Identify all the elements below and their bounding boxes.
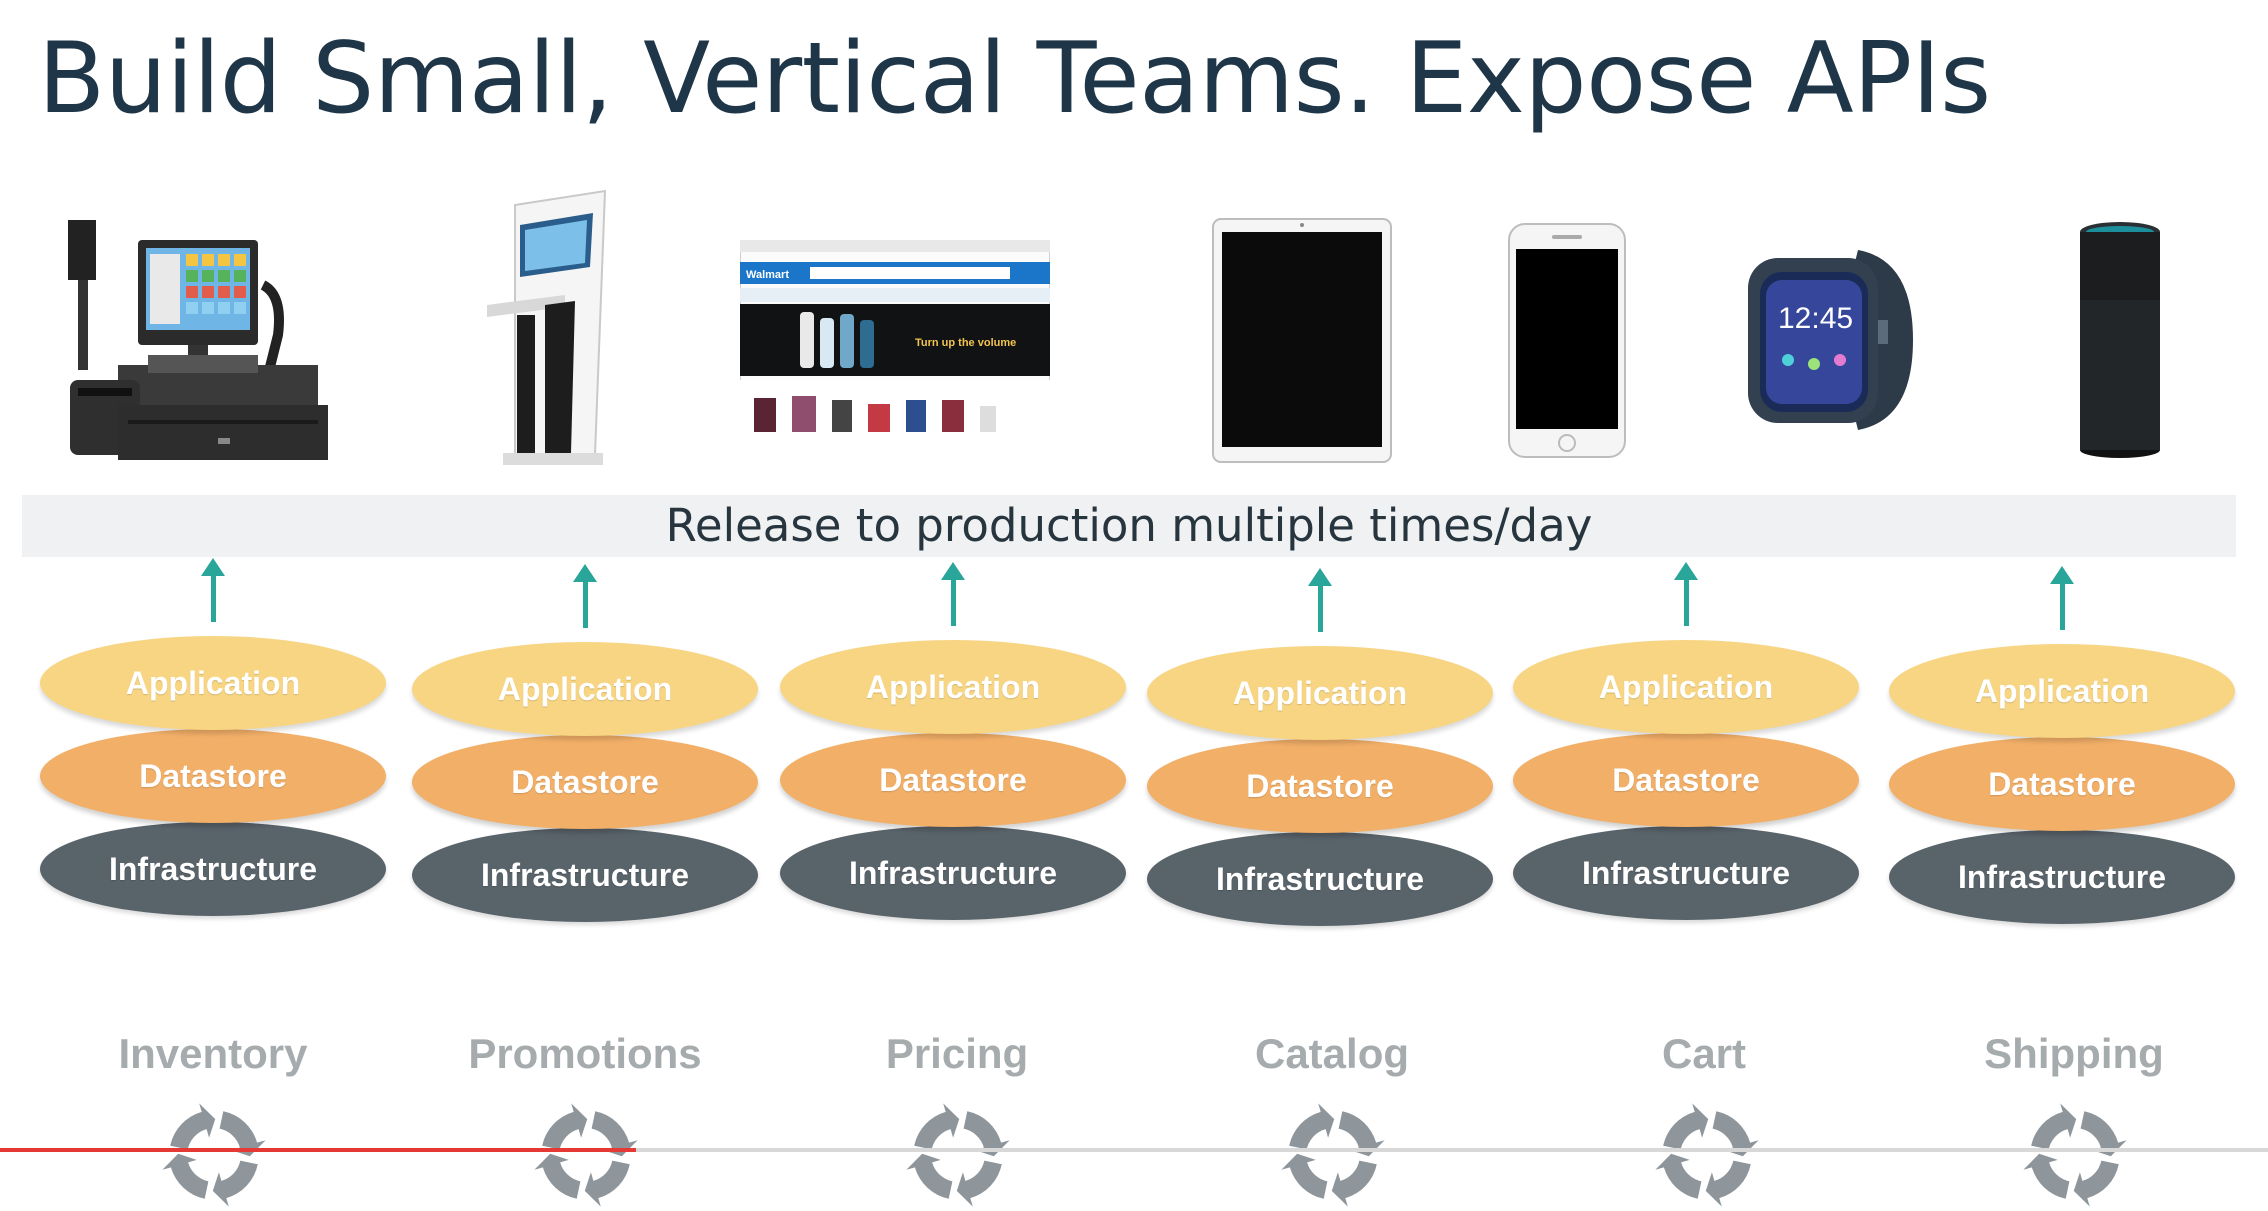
kiosk-icon [487,189,607,465]
smart-speaker-icon [2080,222,2160,458]
infrastructure-layer: Infrastructure [1889,830,2235,924]
slide-title: Build Small, Vertical Teams. Expose APIs [38,22,1991,136]
device-row: Walmart Turn up the volume [0,185,2268,475]
smartphone-icon [1508,223,1626,458]
website-brand: Walmart [746,269,789,281]
application-layer: Application [780,640,1126,734]
release-arrow [941,562,965,626]
release-arrow [201,558,225,622]
release-banner-text: Release to production multiple times/day [665,499,1593,552]
application-layer: Application [40,636,386,730]
cycle-icon [1655,1103,1759,1207]
datastore-layer: Datastore [1889,737,2235,831]
application-layer: Application [1147,646,1493,740]
infrastructure-layer: Infrastructure [1513,826,1859,920]
pos-terminal-icon [68,220,328,460]
tablet-icon [1212,218,1392,463]
cycle-icon [534,1103,638,1207]
datastore-layer: Datastore [780,733,1126,827]
datastore-layer: Datastore [1147,739,1493,833]
release-banner: Release to production multiple times/day [22,495,2236,557]
team-label: Cart [1661,1030,1747,1077]
release-arrow [1674,562,1698,626]
application-layer: Application [1889,644,2235,738]
infrastructure-layer: Infrastructure [780,826,1126,920]
progress-bar [0,1148,2268,1152]
application-layer: Application [412,642,758,736]
infrastructure-layer: Infrastructure [40,822,386,916]
cycle-icon [1281,1103,1385,1207]
cycle-icon [162,1103,266,1207]
datastore-layer: Datastore [1513,733,1859,827]
team-label: Inventory [118,1030,308,1077]
infrastructure-layer: Infrastructure [412,828,758,922]
release-arrow [2050,566,2074,630]
website-promo: Turn up the volume [915,337,1016,349]
cycle-icon [906,1103,1010,1207]
team-label: Pricing [885,1030,1029,1077]
infrastructure-layer: Infrastructure [1147,832,1493,926]
team-label: Shipping [1984,1030,2164,1077]
datastore-layer: Datastore [40,729,386,823]
application-layer: Application [1513,640,1859,734]
watch-time: 12:45 [1778,302,1853,335]
progress-bar-fill [0,1148,636,1152]
cycle-icon [2023,1103,2127,1207]
smartwatch-icon: 12:45 [1748,250,1913,430]
release-arrow [573,564,597,628]
release-arrow [1308,568,1332,632]
website-icon: Walmart Turn up the volume [740,240,1050,440]
team-label: Promotions [468,1030,702,1077]
datastore-layer: Datastore [412,735,758,829]
team-label: Catalog [1254,1030,1409,1077]
